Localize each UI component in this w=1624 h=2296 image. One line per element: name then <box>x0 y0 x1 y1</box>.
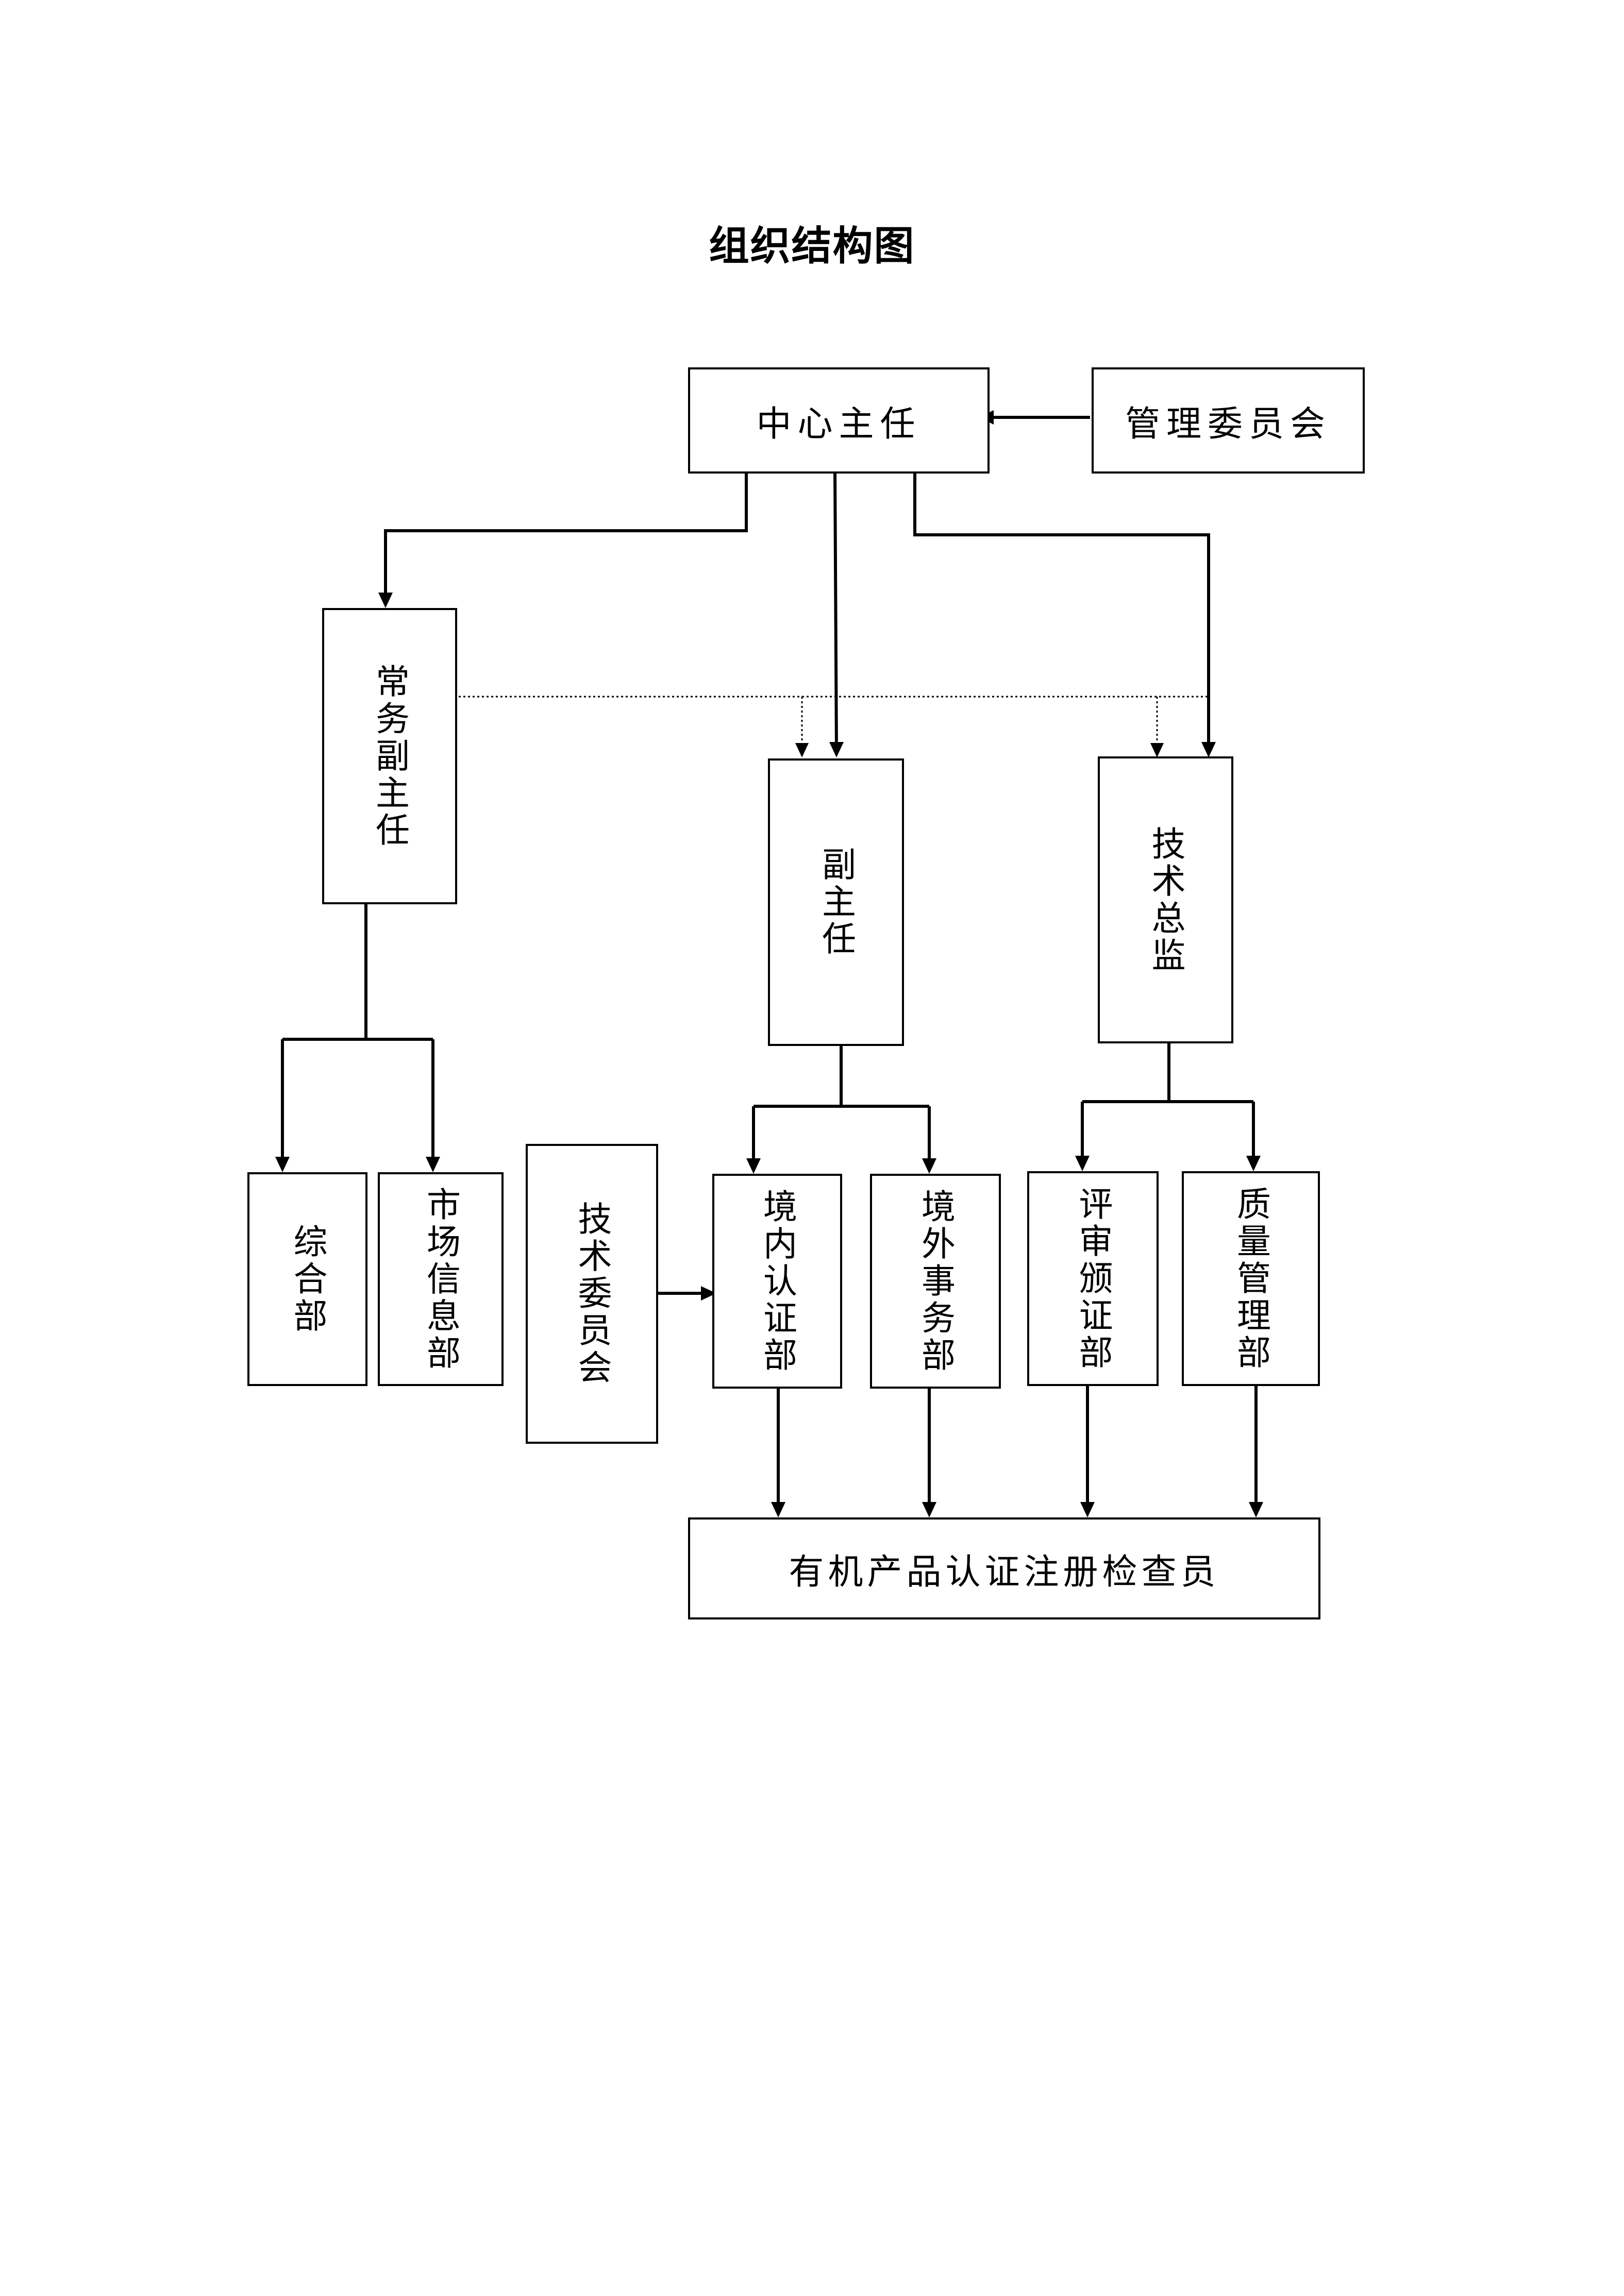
node-technical-director: 技术总监 <box>1098 756 1233 1043</box>
node-label: 市场信息部 <box>421 1186 461 1372</box>
node-label: 综合部 <box>288 1223 328 1335</box>
node-center-director: 中心主任 <box>688 367 990 474</box>
node-label: 技术委员会 <box>572 1201 612 1387</box>
node-label: 副主任 <box>816 847 856 958</box>
node-label: 境内认证部 <box>758 1188 797 1374</box>
node-review-cert-dept: 评审颁证部 <box>1027 1171 1159 1386</box>
node-executive-deputy: 常务副主任 <box>322 608 457 904</box>
node-market-info-dept: 市场信息部 <box>378 1172 504 1386</box>
node-label: 评审颁证部 <box>1073 1186 1113 1372</box>
node-label: 有机产品认证注册检查员 <box>789 1551 1220 1593</box>
node-inspectors: 有机产品认证注册检查员 <box>688 1517 1320 1619</box>
chart-title: 组织结构图 <box>709 223 915 269</box>
node-overseas-affairs-dept: 境外事务部 <box>870 1174 1001 1389</box>
arrow-techdirector-to-depts <box>1081 1043 1255 1166</box>
arrow-director-to-techdirector <box>913 470 1210 752</box>
node-quality-mgmt-dept: 质量管理部 <box>1182 1171 1320 1386</box>
node-label: 管理委员会 <box>1125 403 1331 445</box>
arrow-deputy-to-depts <box>752 1046 931 1169</box>
node-label: 技术总监 <box>1146 825 1186 974</box>
node-label: 常务副主任 <box>370 663 410 849</box>
arrow-director-to-deputy <box>833 470 838 753</box>
node-management-committee: 管理委员会 <box>1092 367 1365 474</box>
node-domestic-cert-dept: 境内认证部 <box>712 1174 842 1389</box>
node-deputy-director: 副主任 <box>768 758 904 1046</box>
node-label: 境外事务部 <box>916 1188 956 1374</box>
node-label: 中心主任 <box>756 403 922 445</box>
node-technical-committee: 技术委员会 <box>526 1144 658 1444</box>
arrow-executive-to-depts <box>281 904 434 1167</box>
arrow-depts-to-inspectors <box>777 1386 1258 1512</box>
arrow-director-to-executive <box>384 470 748 603</box>
node-general-dept: 综合部 <box>247 1172 367 1386</box>
node-label: 质量管理部 <box>1231 1186 1271 1372</box>
